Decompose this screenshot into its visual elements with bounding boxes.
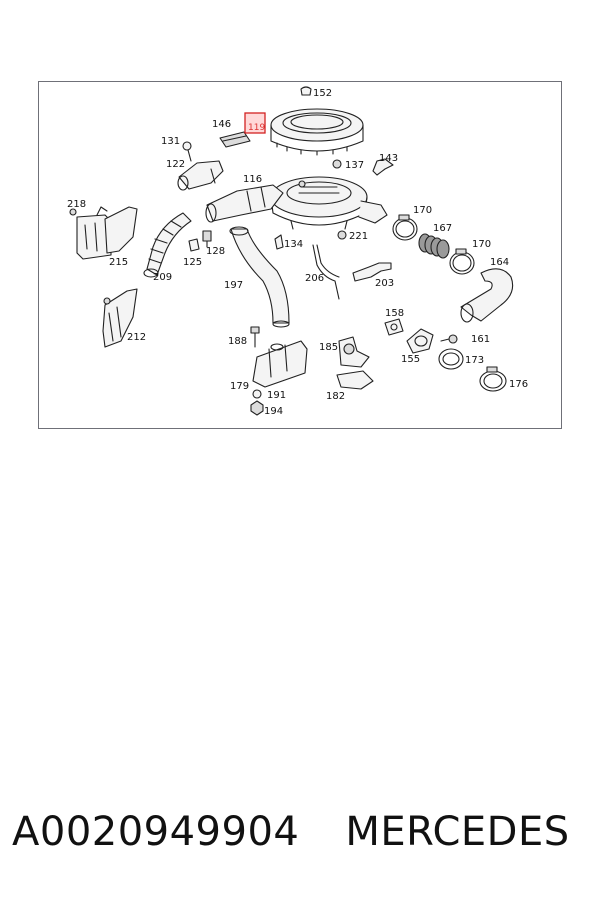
part-173-ring <box>438 348 464 370</box>
callout-194: 194 <box>264 406 283 417</box>
part-125-clip <box>188 238 200 252</box>
part-170-clamp-lower <box>449 248 475 275</box>
callout-185: 185 <box>319 342 338 353</box>
exploded-parts-diagram: 119 <box>67 86 528 417</box>
part-218-bracket <box>69 206 112 260</box>
part-146-plate <box>219 131 251 148</box>
part-212-bracket <box>102 288 138 348</box>
part-203-bent-tube <box>352 262 392 282</box>
part-182-bracket <box>336 370 374 390</box>
part-158-gasket <box>384 318 404 336</box>
callout-182: 182 <box>326 391 345 402</box>
part-197-hose <box>229 226 290 328</box>
part-179-support <box>252 340 308 388</box>
highlighted-part-119: 119 <box>244 112 266 134</box>
part-152-cap <box>300 86 312 96</box>
callout-212: 212 <box>127 332 146 343</box>
callout-203: 203 <box>375 278 394 289</box>
part-194-nut <box>250 400 264 416</box>
part-air-filter-housing <box>270 176 388 230</box>
part-191-washer <box>252 389 262 399</box>
callout-221: 221 <box>349 231 368 242</box>
part-221-nut <box>337 230 347 240</box>
part-116-intake-duct <box>205 184 284 223</box>
part-167-bellows <box>418 233 450 259</box>
part-filter-ring <box>270 108 364 156</box>
callout-128: 128 <box>206 246 225 257</box>
callout-167: 167 <box>433 223 452 234</box>
part-164-duct <box>460 268 514 323</box>
part-161-bolt <box>440 334 458 344</box>
callout-173: 173 <box>465 355 484 366</box>
part-caption: A0020949904 MERCEDES <box>12 802 592 862</box>
part-128-fitting <box>202 230 212 248</box>
callout-137: 137 <box>345 160 364 171</box>
part-131-screw <box>182 141 192 162</box>
part-206-small-hose <box>312 244 340 300</box>
callout-122: 122 <box>166 159 185 170</box>
callout-176: 176 <box>509 379 528 390</box>
callout-191: 191 <box>267 390 286 401</box>
callout-116: 116 <box>243 174 262 185</box>
part-185-valve <box>338 336 370 368</box>
part-137-grommet <box>332 159 342 169</box>
part-122-intake-snorkel <box>177 160 224 191</box>
callout-131: 131 <box>161 136 180 147</box>
callout-155: 155 <box>401 354 420 365</box>
callout-134: 134 <box>284 239 303 250</box>
callout-179: 179 <box>230 381 249 392</box>
callout-170-lower: 170 <box>472 239 491 250</box>
callout-215: 215 <box>109 257 128 268</box>
part-215-duct <box>104 206 138 254</box>
callout-188: 188 <box>228 336 247 347</box>
callout-125: 125 <box>183 257 202 268</box>
callout-161: 161 <box>471 334 490 345</box>
callout-152: 152 <box>313 88 332 99</box>
callout-158: 158 <box>385 308 404 319</box>
callout-209: 209 <box>153 272 172 283</box>
parts-diagram-frame: 119 <box>38 81 562 429</box>
callout-206: 206 <box>305 273 324 284</box>
part-176-clamp <box>479 366 507 392</box>
part-170-clamp-upper <box>392 214 418 241</box>
callout-218: 218 <box>67 199 86 210</box>
brand-name: MERCEDES <box>345 809 570 855</box>
part-134-clip <box>274 234 284 250</box>
callout-197: 197 <box>224 280 243 291</box>
callout-146: 146 <box>212 119 231 130</box>
part-188-bolt <box>250 326 260 348</box>
highlighted-part-119-number: 119 <box>248 123 265 133</box>
part-155-flange <box>406 328 434 354</box>
callout-143: 143 <box>379 153 398 164</box>
part-143-bracket <box>372 158 394 176</box>
callout-164: 164 <box>490 257 509 268</box>
callout-170-upper: 170 <box>413 205 432 216</box>
part-number: A0020949904 <box>12 809 300 855</box>
part-209-corrugated-hose <box>143 212 192 278</box>
